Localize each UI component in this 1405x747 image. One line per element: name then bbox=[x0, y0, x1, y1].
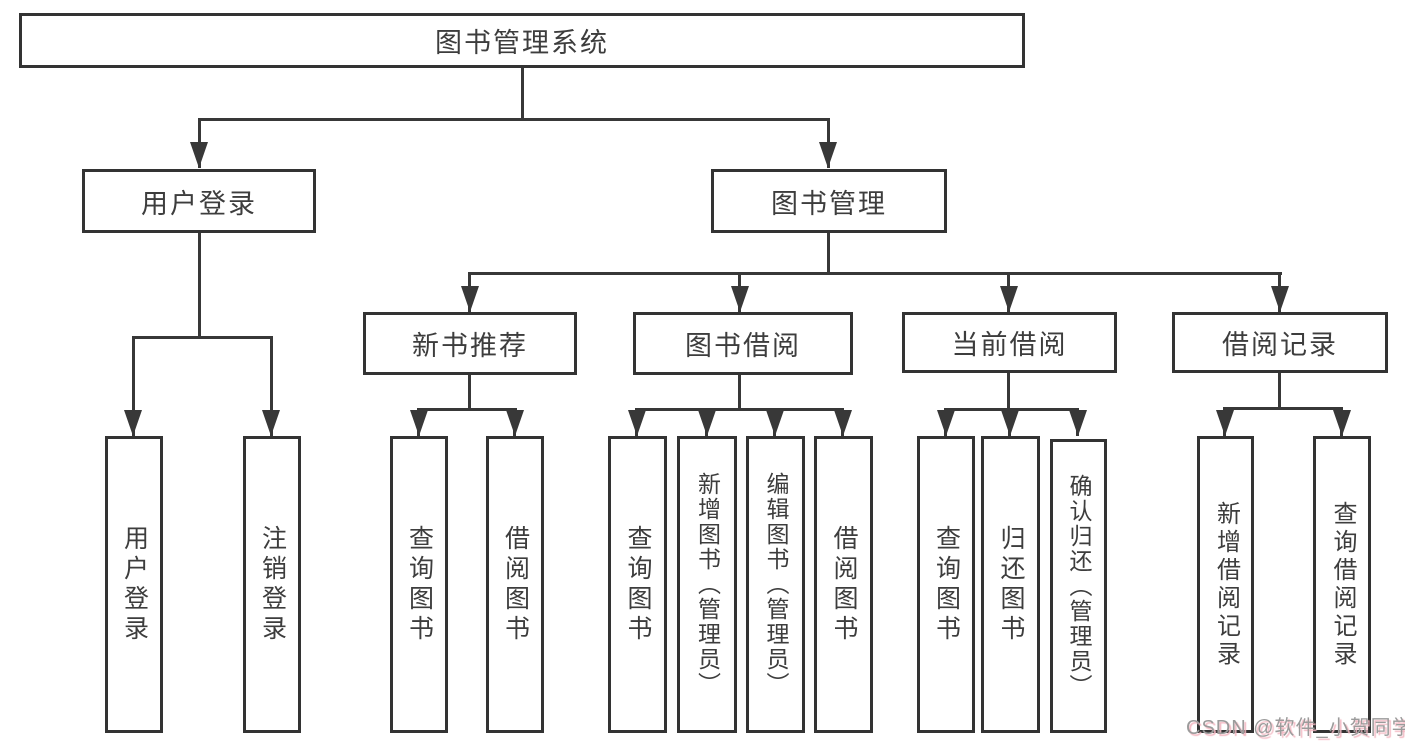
leaf-logout: 注销登录 bbox=[243, 436, 301, 733]
node-book-mgmt: 图书管理 bbox=[711, 169, 947, 233]
arrowhead-icon bbox=[766, 410, 784, 436]
node-borrow-record-label: 借阅记录 bbox=[1222, 330, 1338, 360]
connector-new-book-stem bbox=[468, 375, 471, 408]
leaf-current-confirm-label: 确认归还（管理员） bbox=[1066, 473, 1092, 699]
leaf-borrow-query-label: 查询图书 bbox=[624, 524, 652, 645]
arrowhead-icon bbox=[190, 142, 208, 168]
leaf-borrow-edit-label: 编辑图书（管理员） bbox=[763, 472, 789, 697]
connector-to-leaf-logout bbox=[270, 336, 273, 436]
arrowhead-icon bbox=[124, 410, 142, 436]
connector-to-leaf-user-login bbox=[132, 336, 135, 436]
leaf-logout-label: 注销登录 bbox=[258, 524, 287, 645]
arrowhead-icon bbox=[731, 286, 749, 312]
arrowhead-icon bbox=[819, 142, 837, 168]
arrowhead-icon bbox=[461, 286, 479, 312]
leaf-newbook-query-label: 查询图书 bbox=[405, 524, 434, 645]
connector-new-book-bus bbox=[417, 408, 517, 411]
leaf-borrow-borrow: 借阅图书 bbox=[814, 436, 873, 733]
arrowhead-icon bbox=[834, 410, 852, 436]
leaf-newbook-borrow: 借阅图书 bbox=[486, 436, 544, 733]
arrowhead-icon bbox=[1271, 286, 1289, 312]
connector-book-borrow-stem bbox=[738, 375, 741, 408]
leaf-current-query: 查询图书 bbox=[917, 436, 975, 733]
leaf-current-return-label: 归还图书 bbox=[997, 524, 1025, 645]
node-book-borrow-label: 图书借阅 bbox=[685, 331, 801, 361]
connector-borrow-record-stem bbox=[1278, 373, 1281, 407]
node-root-label: 图书管理系统 bbox=[435, 28, 609, 58]
node-current-borrow: 当前借阅 bbox=[902, 312, 1117, 373]
connector-book-borrow-bus bbox=[635, 408, 843, 411]
connector-root-stem bbox=[521, 68, 524, 118]
leaf-borrow-edit: 编辑图书（管理员） bbox=[746, 436, 805, 733]
leaf-newbook-borrow-label: 借阅图书 bbox=[501, 524, 530, 645]
leaf-current-query-label: 查询图书 bbox=[932, 524, 961, 645]
leaf-user-login: 用户登录 bbox=[105, 436, 163, 733]
arrowhead-icon bbox=[1000, 286, 1018, 312]
arrowhead-icon bbox=[1001, 410, 1019, 436]
arrowhead-icon bbox=[262, 410, 280, 436]
arrowhead-icon bbox=[1069, 410, 1087, 436]
leaf-borrow-add: 新增图书（管理员） bbox=[677, 436, 737, 733]
leaf-current-return: 归还图书 bbox=[981, 436, 1040, 733]
leaf-record-add: 新增借阅记录 bbox=[1197, 436, 1254, 733]
connector-root-bus bbox=[198, 118, 830, 121]
connector-current-borrow-bus bbox=[944, 408, 1079, 411]
node-borrow-record: 借阅记录 bbox=[1172, 312, 1388, 373]
connector-borrow-record-bus bbox=[1223, 407, 1343, 410]
leaf-borrow-query: 查询图书 bbox=[608, 436, 667, 733]
leaf-record-query-label: 查询借阅记录 bbox=[1329, 500, 1356, 669]
leaf-record-query: 查询借阅记录 bbox=[1313, 436, 1371, 733]
arrowhead-icon bbox=[1333, 410, 1351, 436]
connector-book-mgmt-bus bbox=[469, 272, 1282, 275]
node-user-login: 用户登录 bbox=[82, 169, 316, 233]
node-current-borrow-label: 当前借阅 bbox=[951, 330, 1068, 360]
connector-current-borrow-stem bbox=[1007, 373, 1010, 408]
leaf-newbook-query: 查询图书 bbox=[390, 436, 448, 733]
arrowhead-icon bbox=[937, 410, 955, 436]
arrowhead-icon bbox=[506, 410, 524, 436]
arrowhead-icon bbox=[698, 410, 716, 436]
csdn-watermark: CSDN @软件_小贺同学 bbox=[1186, 717, 1405, 739]
node-user-login-label: 用户登录 bbox=[141, 188, 257, 219]
connector-user-login-stem bbox=[198, 233, 201, 336]
connector-book-mgmt-stem bbox=[827, 233, 830, 272]
node-book-mgmt-label: 图书管理 bbox=[771, 188, 887, 219]
leaf-current-confirm: 确认归还（管理员） bbox=[1050, 439, 1107, 733]
arrowhead-icon bbox=[410, 410, 428, 436]
leaf-record-add-label: 新增借阅记录 bbox=[1212, 500, 1240, 669]
leaf-borrow-add-label: 新增图书（管理员） bbox=[694, 472, 721, 697]
arrowhead-icon bbox=[628, 410, 646, 436]
node-new-book: 新书推荐 bbox=[363, 312, 577, 375]
node-book-borrow: 图书借阅 bbox=[633, 312, 853, 375]
leaf-borrow-borrow-label: 借阅图书 bbox=[830, 524, 858, 645]
node-root: 图书管理系统 bbox=[19, 13, 1025, 68]
leaf-user-login-label: 用户登录 bbox=[120, 524, 149, 645]
connector-user-login-bus bbox=[132, 336, 273, 339]
node-new-book-label: 新书推荐 bbox=[412, 331, 528, 361]
arrowhead-icon bbox=[1216, 410, 1234, 436]
